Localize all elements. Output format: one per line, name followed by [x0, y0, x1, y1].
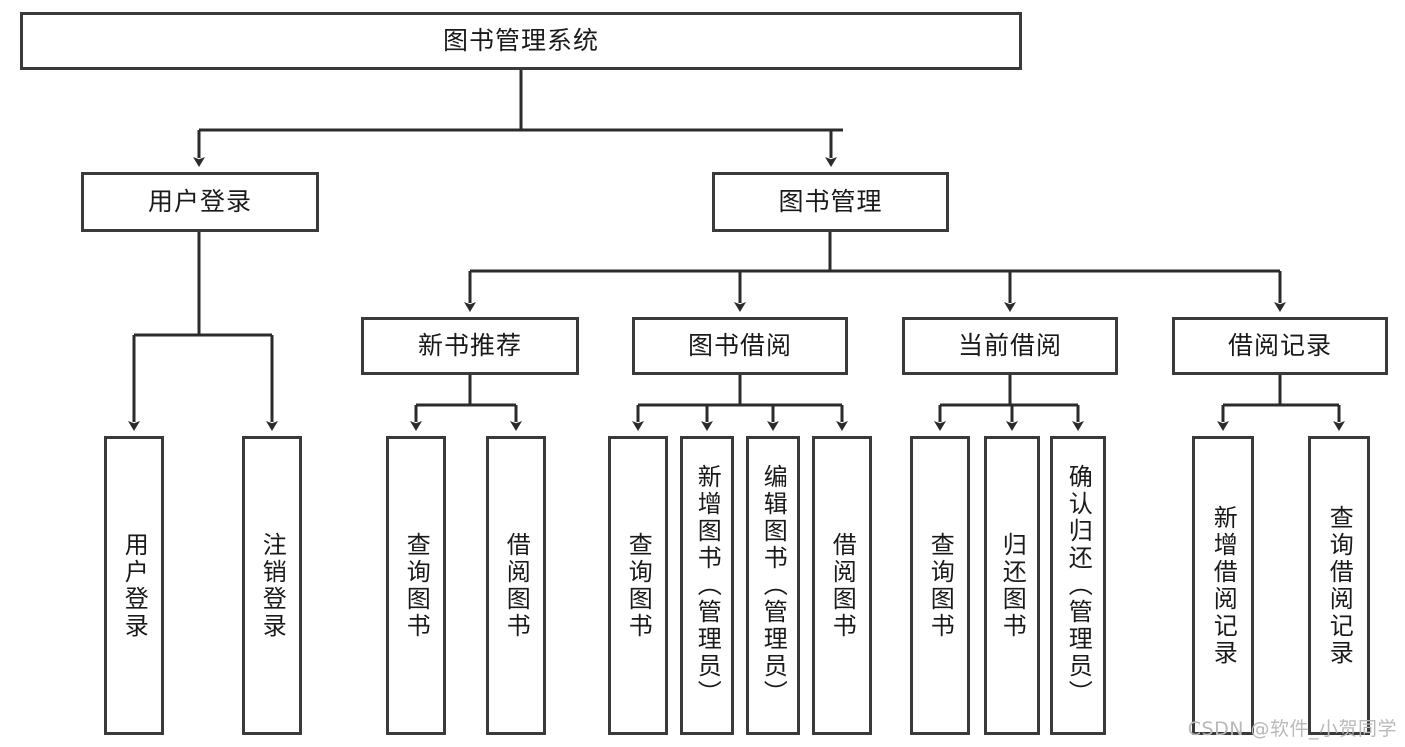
node-new-book-recommend-label: 新书推荐: [417, 330, 522, 360]
connector-group-book-borrow: [632, 375, 848, 431]
node-user-login-label: 用户登录: [147, 186, 252, 216]
node-borrow-record-label: 借阅记录: [1227, 330, 1332, 360]
node-leaf-edit-book-admin-label: 编辑图书（管理员）: [759, 464, 788, 707]
node-book-management-label: 图书管理: [778, 186, 883, 216]
node-leaf-confirm-return[interactable]: 确认归还（管理员）: [1050, 436, 1106, 735]
node-leaf-borrow-book-2-label: 借阅图书: [828, 531, 857, 640]
node-current-borrow[interactable]: 当前借阅: [902, 317, 1118, 375]
node-leaf-add-borrow-record-label: 新增借阅记录: [1209, 504, 1238, 667]
connector-group-book-management: [464, 232, 1286, 312]
node-leaf-query-book-3[interactable]: 查询图书: [910, 436, 970, 735]
connector-group-user-login: [128, 232, 278, 431]
node-book-management[interactable]: 图书管理: [712, 172, 949, 232]
node-leaf-query-book-2-label: 查询图书: [624, 531, 653, 640]
watermark-text: CSDN @软件_小贺同学: [1187, 718, 1397, 740]
node-leaf-query-borrow-record[interactable]: 查询借阅记录: [1308, 436, 1370, 735]
node-current-borrow-label: 当前借阅: [957, 330, 1062, 360]
node-leaf-query-book-1[interactable]: 查询图书: [386, 436, 446, 735]
node-leaf-query-book-2[interactable]: 查询图书: [608, 436, 668, 735]
node-book-borrow[interactable]: 图书借阅: [632, 317, 848, 375]
node-leaf-edit-book-admin[interactable]: 编辑图书（管理员）: [746, 436, 800, 735]
connector-group-current-borrow: [934, 375, 1084, 431]
node-leaf-borrow-book-2[interactable]: 借阅图书: [812, 436, 872, 735]
connector-group-borrow-record: [1217, 375, 1345, 431]
node-new-book-recommend[interactable]: 新书推荐: [361, 317, 579, 375]
node-leaf-query-book-1-label: 查询图书: [402, 531, 431, 640]
node-leaf-add-book-admin-label: 新增图书（管理员）: [693, 464, 722, 707]
node-leaf-add-book-admin[interactable]: 新增图书（管理员）: [680, 436, 734, 735]
node-user-login[interactable]: 用户登录: [81, 172, 319, 232]
node-root[interactable]: 图书管理系统: [20, 12, 1022, 70]
node-leaf-query-borrow-record-label: 查询借阅记录: [1325, 504, 1354, 667]
node-leaf-logout[interactable]: 注销登录: [242, 436, 302, 735]
node-leaf-confirm-return-label: 确认归还（管理员）: [1064, 464, 1093, 707]
node-leaf-user-login[interactable]: 用户登录: [104, 436, 164, 735]
node-leaf-user-login-label: 用户登录: [120, 531, 149, 640]
node-leaf-borrow-book-1-label: 借阅图书: [502, 531, 531, 640]
node-leaf-add-borrow-record[interactable]: 新增借阅记录: [1192, 436, 1254, 735]
node-leaf-borrow-book-1[interactable]: 借阅图书: [486, 436, 546, 735]
connector-group-new-book-recommend: [410, 375, 522, 431]
connector-group-root: [193, 70, 843, 167]
node-book-borrow-label: 图书借阅: [687, 330, 792, 360]
node-leaf-return-book[interactable]: 归还图书: [984, 436, 1040, 735]
node-leaf-return-book-label: 归还图书: [998, 531, 1027, 640]
node-leaf-query-book-3-label: 查询图书: [926, 531, 955, 640]
node-root-label: 图书管理系统: [442, 25, 599, 55]
node-leaf-logout-label: 注销登录: [258, 531, 287, 640]
node-borrow-record[interactable]: 借阅记录: [1172, 317, 1388, 375]
